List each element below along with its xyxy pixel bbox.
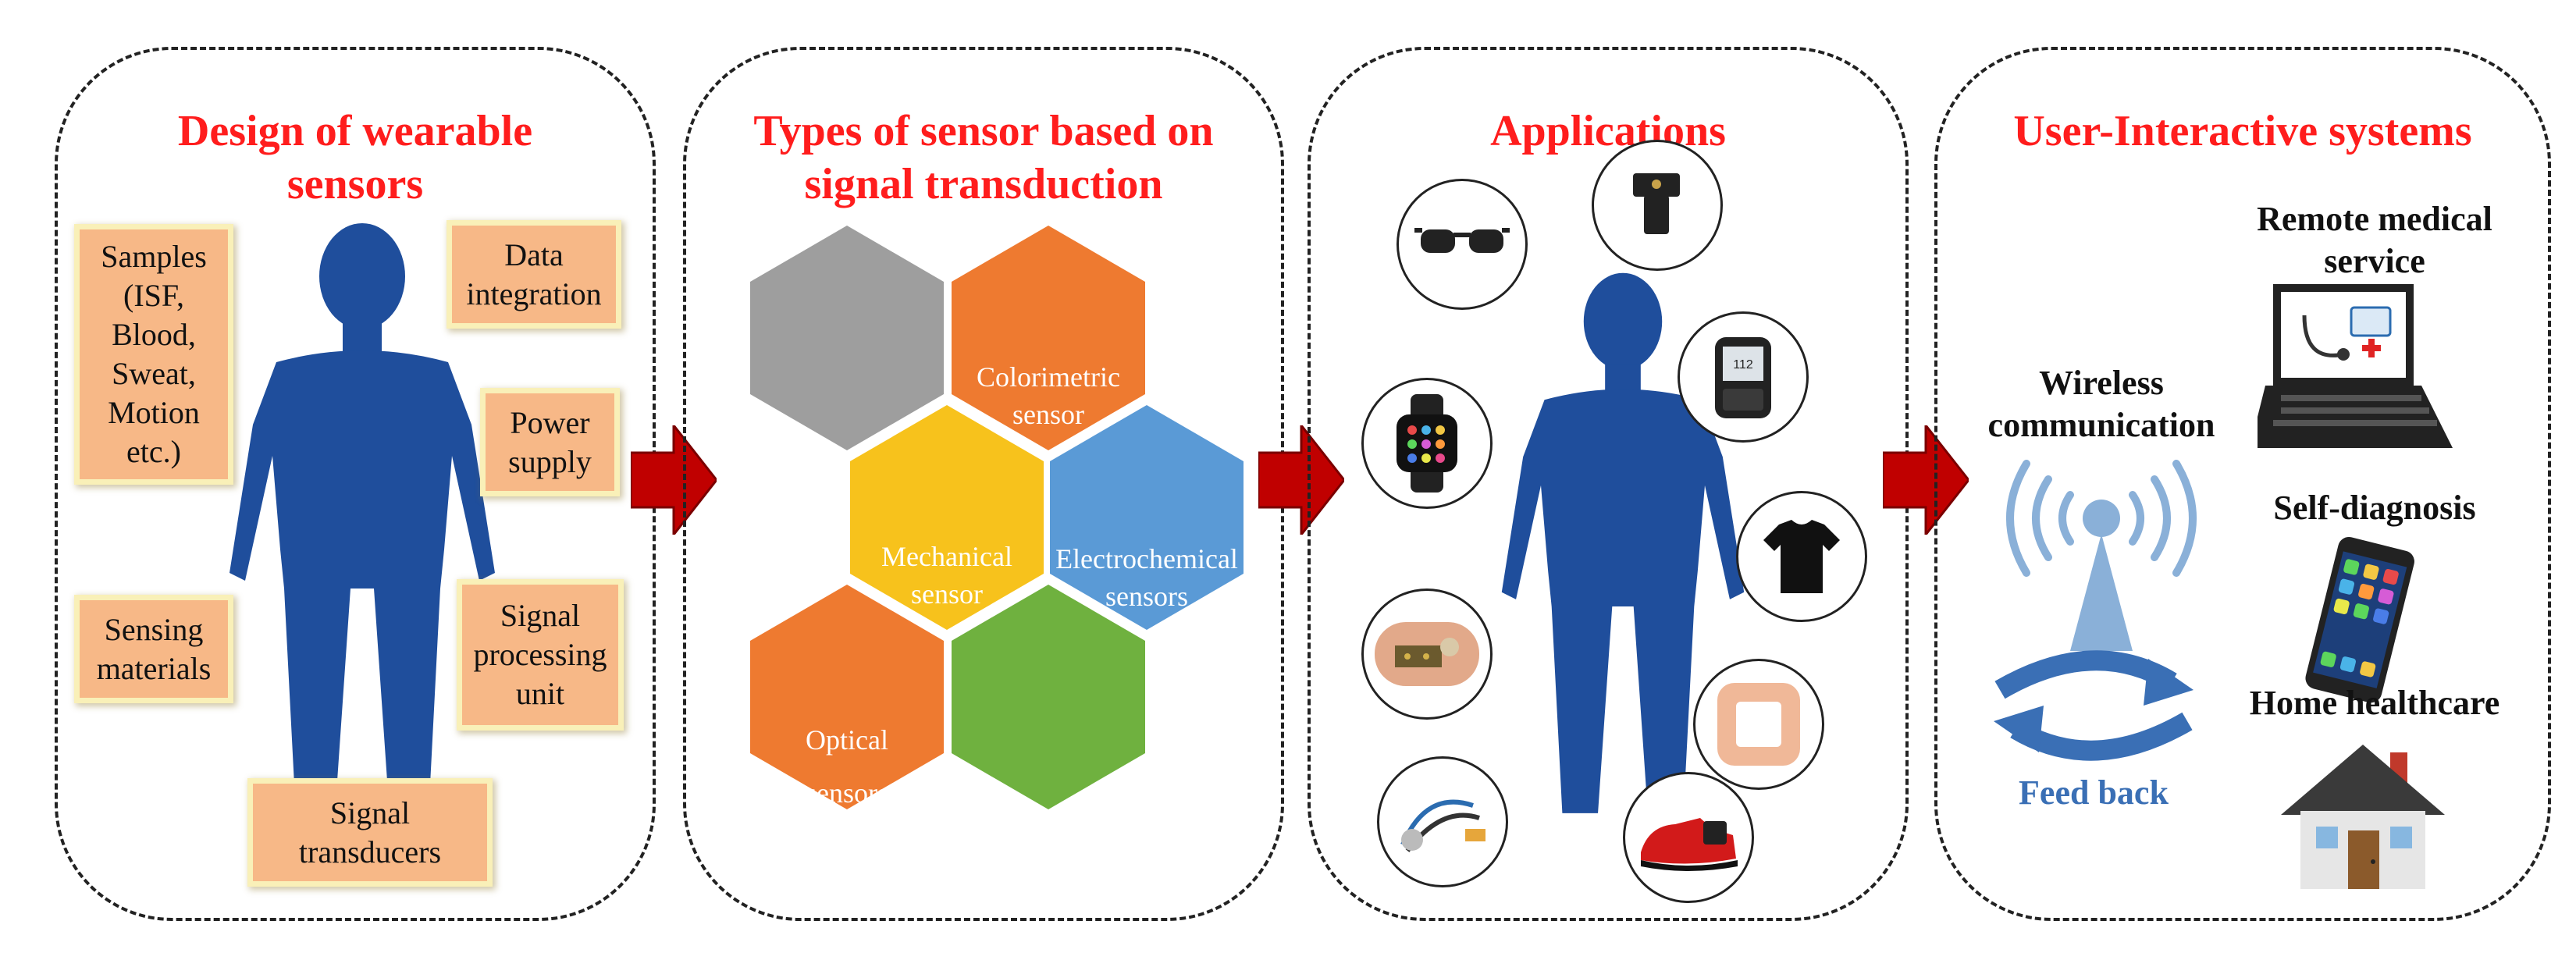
- box-line: Sensing: [104, 611, 204, 647]
- box-line: Power: [510, 404, 590, 440]
- panel-title-design: Design of wearable sensors: [58, 105, 653, 211]
- right-arrow-icon: [631, 425, 717, 535]
- svg-text:112: 112: [1733, 358, 1753, 372]
- box-line: integration: [466, 276, 602, 311]
- samples-box: Samples (ISF, Blood, Sweat, Motion etc.): [80, 229, 228, 479]
- samples-line: Sweat,: [112, 356, 196, 391]
- samples-line: Blood,: [112, 317, 196, 352]
- laptop-icon: [2258, 284, 2453, 448]
- power-supply-box: Power supply: [486, 393, 614, 491]
- cable-sensor-icon: [1377, 756, 1508, 887]
- hex-line: Optical: [806, 724, 888, 756]
- box-line: unit: [515, 676, 565, 711]
- samples-line: Motion: [108, 395, 200, 430]
- signal-processing-box: Signal processing unit: [462, 585, 618, 725]
- gray-hexagon: [750, 226, 944, 450]
- wireless-label: Wireless communication: [1984, 362, 2218, 446]
- colorimetric-hexagon: [952, 226, 1145, 450]
- bandage-icon: [1693, 659, 1824, 790]
- signal-transducers-box: Signal transducers: [253, 784, 487, 881]
- glucose-meter-icon: 112: [1678, 311, 1809, 443]
- smartwatch-icon: [1361, 378, 1493, 509]
- skin-patch-icon: [1361, 589, 1493, 720]
- optical-hexagon: [750, 585, 944, 809]
- label-line: communication: [1987, 406, 2215, 444]
- electrochemical-label: Electrochemical sensors: [1037, 540, 1256, 615]
- mechanical-label: Mechanical sensor: [838, 538, 1056, 613]
- label-line: Feed back: [2019, 773, 2169, 812]
- human-body-icon: [229, 223, 495, 815]
- feedback-label: Feed back: [1992, 772, 2195, 814]
- home-healthcare-label: Home healthcare: [2203, 682, 2546, 724]
- glasses-icon: [1397, 179, 1528, 310]
- panel-sensor-types: Types of sensor based on signal transduc…: [683, 47, 1284, 921]
- right-arrow-icon: [1883, 425, 1969, 535]
- shoe-icon: [1623, 772, 1754, 903]
- box-line: Data: [504, 236, 564, 272]
- data-integration-box: Data integration: [452, 226, 616, 323]
- panel-title-sensor-types: Types of sensor based on signal transduc…: [686, 105, 1281, 211]
- title-line: sensors: [286, 160, 424, 208]
- colorimetric-label: Colorimetric sensor: [939, 358, 1158, 433]
- hex-line: sensor: [911, 578, 983, 610]
- right-arrow-icon: [1258, 425, 1344, 535]
- samples-line: Samples: [101, 239, 207, 274]
- house-icon: [2281, 745, 2445, 889]
- box-line: Signal: [329, 795, 411, 830]
- title-line: Design of wearable: [177, 107, 533, 155]
- wireless-tower-icon: [2006, 460, 2197, 651]
- optical-label: Optical sensors: [738, 721, 956, 812]
- hexagon-cluster: [750, 226, 1244, 809]
- samples-line: (ISF,: [123, 278, 184, 313]
- label-line: Home healthcare: [2249, 684, 2500, 722]
- sensor-clip-icon: [1592, 140, 1723, 271]
- title-line: Types of sensor based on: [753, 107, 1214, 155]
- panel-title-user-interactive: User-Interactive systems: [1937, 105, 2548, 158]
- electrochemical-hexagon: [1050, 405, 1244, 630]
- hex-line: sensor: [1012, 399, 1084, 430]
- label-line: Wireless: [2039, 364, 2164, 402]
- hex-line: sensors: [806, 777, 888, 809]
- title-line: User-Interactive systems: [2013, 107, 2472, 155]
- mechanical-hexagon: [850, 405, 1044, 630]
- panel-design: Design of wearable sensors Samples (ISF,…: [55, 47, 656, 921]
- hex-line: Electrochemical: [1055, 543, 1238, 574]
- label-line: Self-diagnosis: [2273, 489, 2476, 527]
- label-line: Remote medical: [2257, 200, 2492, 238]
- smartphone-icon: [2305, 536, 2414, 703]
- green-hexagon: [952, 585, 1145, 809]
- box-line: transducers: [298, 834, 442, 869]
- title-line: signal transduction: [804, 160, 1163, 208]
- label-line: service: [2324, 242, 2425, 280]
- self-diagnosis-label: Self-diagnosis: [2218, 487, 2531, 529]
- remote-medical-label: Remote medical service: [2203, 198, 2546, 283]
- box-line: processing: [473, 637, 607, 672]
- feedback-cycle-icon: [1994, 650, 2194, 761]
- panel-user-interactive: User-Interactive systems Remote medical …: [1934, 47, 2551, 921]
- box-line: supply: [508, 443, 592, 479]
- hex-line: Colorimetric: [977, 361, 1120, 393]
- human-body-icon: [1501, 272, 1745, 813]
- hex-line: sensors: [1105, 581, 1188, 612]
- box-line: materials: [96, 650, 212, 686]
- panel-applications: Applications 112: [1308, 47, 1909, 921]
- hex-line: Mechanical: [881, 541, 1012, 572]
- box-line: Signal: [500, 598, 581, 633]
- samples-line: etc.): [126, 434, 181, 469]
- tshirt-icon: [1736, 491, 1867, 622]
- sensing-materials-box: Sensing materials: [80, 600, 228, 698]
